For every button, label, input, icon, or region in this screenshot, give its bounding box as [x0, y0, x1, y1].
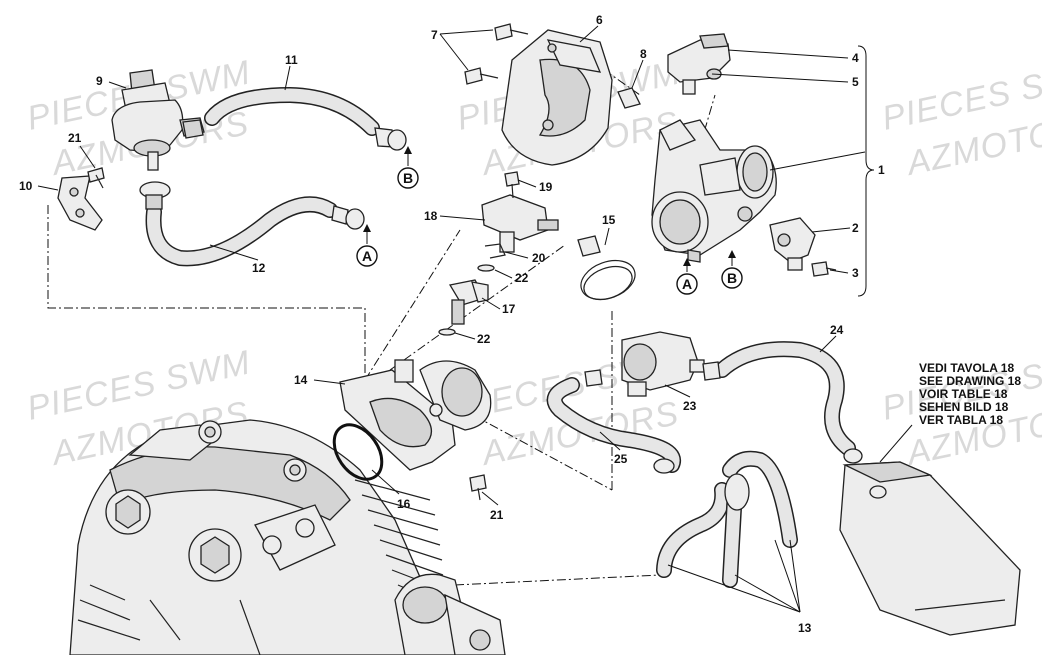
label-part-5: 5 [852, 75, 859, 89]
marker-a-right [676, 273, 698, 295]
label-part-19: 19 [539, 180, 553, 194]
label-part-6: 6 [596, 13, 603, 27]
label-part-22-upper: 22 [515, 271, 529, 285]
label-part-13: 13 [798, 621, 812, 635]
part-22-orings [438, 264, 495, 336]
label-part-23: 23 [683, 399, 697, 413]
label-part-18: 18 [424, 209, 438, 223]
label-part-22-lower: 22 [477, 332, 491, 346]
label-part-4: 4 [852, 51, 859, 65]
label-part-10: 10 [19, 179, 33, 193]
marker-b-left [397, 167, 419, 189]
part-25-hose [546, 369, 681, 474]
part-23-valve [621, 331, 705, 397]
label-part-1: 1 [878, 163, 885, 177]
part-17-injector [448, 279, 489, 325]
label-part-9: 9 [96, 74, 103, 88]
part-13-hoses [656, 450, 798, 588]
part-24-hose [702, 341, 863, 464]
note-line-4: SEHEN BILD 18 [919, 400, 1009, 414]
label-part-21-lower: 21 [490, 508, 504, 522]
part-18-fuel-rail [481, 194, 559, 253]
note-line-3: VOIR TABLE 18 [919, 387, 1008, 401]
part-16-oring [332, 423, 384, 481]
label-part-17: 17 [502, 302, 516, 316]
label-part-24: 24 [830, 323, 844, 337]
connection-markers: B A A B [356, 146, 743, 295]
label-part-7: 7 [431, 28, 438, 42]
part-number-labels: 9 11 21 10 12 7 6 8 4 5 1 2 3 19 18 15 2… [19, 13, 885, 635]
marker-b-left-label: B [403, 170, 413, 186]
part-15-clamp [577, 235, 636, 301]
part-8-clip [617, 87, 641, 109]
label-part-2: 2 [852, 221, 859, 235]
marker-a-left [356, 245, 378, 267]
part-14-manifold [339, 359, 492, 471]
part-11-hose [182, 87, 407, 151]
part-10-bracket [57, 175, 103, 231]
label-part-15: 15 [602, 213, 616, 227]
label-part-25: 25 [614, 452, 628, 466]
label-part-16: 16 [397, 497, 411, 511]
marker-a-left-label: A [362, 248, 372, 264]
label-part-21-upper: 21 [68, 131, 82, 145]
marker-a-right-label: A [682, 276, 692, 292]
part-20-clip [484, 243, 506, 259]
part-12-hose [139, 181, 365, 267]
part-3-screw [811, 261, 837, 277]
marker-b-right [721, 267, 743, 289]
part-19-screw [504, 171, 520, 199]
part-2-tps-sensor [769, 217, 816, 271]
label-part-20: 20 [532, 251, 546, 265]
engine-cylinder-head [69, 419, 506, 655]
reference-note: VEDI TAVOLA 18 SEE DRAWING 18 VOIR TABLE… [919, 361, 1021, 427]
label-part-8: 8 [640, 47, 647, 61]
note-line-1: VEDI TAVOLA 18 [919, 361, 1014, 375]
note-line-5: VER TABLA 18 [919, 413, 1003, 427]
note-line-2: SEE DRAWING 18 [919, 374, 1021, 388]
part-6-cover [501, 29, 613, 166]
leader-lines [37, 25, 913, 613]
part-1-throttle-body [651, 119, 777, 263]
label-part-12: 12 [252, 261, 266, 275]
assembly-lines [47, 59, 716, 586]
part-21-screw-upper [87, 167, 105, 189]
evap-canister [839, 461, 1021, 636]
part-21-screw-lower [469, 474, 487, 501]
label-part-3: 3 [852, 266, 859, 280]
part-4-5-sensor [667, 33, 731, 95]
part-7-screws [464, 23, 529, 85]
label-part-11: 11 [285, 53, 298, 67]
marker-b-right-label: B [727, 270, 737, 286]
label-part-14: 14 [294, 373, 308, 387]
